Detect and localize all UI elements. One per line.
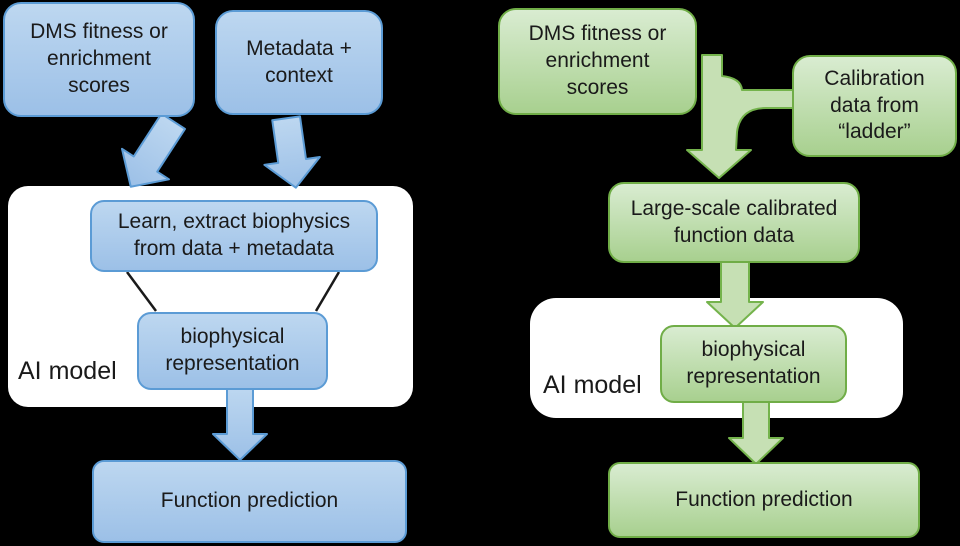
arrow-dms-to-ai-model [120, 112, 186, 188]
dms-scores-box-left: DMS fitness or enrichment scores [3, 2, 195, 117]
arrow-biophysical-to-function-left [212, 387, 268, 461]
dms-scores-box-right: DMS fitness or enrichment scores [498, 8, 697, 115]
function-prediction-box-left: Function prediction [92, 460, 407, 543]
large-scale-data-box: Large-scale calibrated function data [608, 182, 860, 263]
learn-extract-box: Learn, extract biophysics from data + me… [90, 200, 378, 272]
arrow-biophysical-to-function-right [728, 395, 784, 465]
arrow-merge-dms-and-calibration [686, 54, 797, 179]
function-prediction-box-right: Function prediction [608, 462, 920, 538]
calibration-ladder-box: Calibration data from “ladder” [792, 55, 957, 157]
ai-model-label-right: AI model [543, 371, 642, 399]
biophysical-representation-box-left: biophysical representation [137, 312, 328, 390]
biophysical-representation-box-right: biophysical representation [660, 325, 847, 403]
arrow-largescale-to-biophysical [706, 257, 764, 329]
ai-model-label-left: AI model [18, 357, 117, 385]
arrow-metadata-to-ai-model [263, 115, 321, 189]
funnel-line-right [314, 271, 341, 312]
metadata-context-box: Metadata + context [215, 10, 383, 115]
funnel-line-left [125, 271, 158, 312]
